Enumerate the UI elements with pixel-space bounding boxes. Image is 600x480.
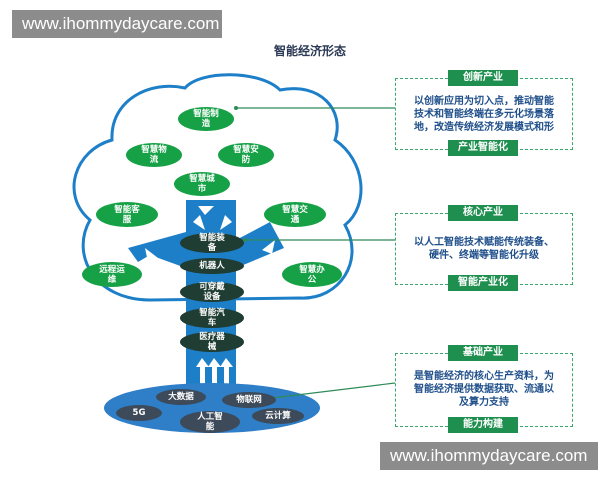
band-car: 智能汽车	[180, 308, 244, 328]
band-medical: 医疗器械	[180, 332, 244, 352]
connectors	[234, 106, 396, 400]
band-robot: 机器人	[180, 258, 244, 274]
tag-intelligent-industrialization: 智能产业化	[448, 275, 518, 291]
band-wearable: 可穿戴设备	[180, 282, 244, 302]
core-description: 以人工智能技术赋能传统装备、硬件、终端等智能化升级	[414, 237, 554, 261]
tag-industry-intelligentization: 产业智能化	[448, 140, 518, 156]
root-bigdata: 大数据	[156, 389, 206, 405]
root-ai: 人工智能	[180, 411, 240, 433]
foundation-description: 是智能经济的核心生产资料，为智能经济提供数据获取、流通以及算力支持	[414, 371, 554, 408]
leaf-logistics: 智慧物流	[126, 143, 182, 167]
leaf-city: 智慧城市	[174, 172, 230, 196]
watermark-top: www.ihommydaycare.com	[12, 10, 222, 38]
root-iot: 物联网	[222, 392, 276, 408]
innovation-description: 以创新应用为切入点，推动智能技术和智能终端在多元化场景落地，改造传统经济发展模式…	[414, 96, 554, 133]
tag-capability-building: 能力构建	[448, 417, 518, 433]
leaf-remote-ops: 远程运维	[82, 262, 142, 287]
root-5g: 5G	[116, 405, 162, 421]
leaf-manufacturing: 智能制造	[178, 107, 234, 131]
diagram-title: 智能经济形态	[273, 44, 346, 58]
tag-foundation-industry: 基础产业	[448, 345, 518, 361]
leaf-customer-service: 智能客服	[96, 202, 158, 227]
tag-core-industry: 核心产业	[448, 205, 518, 221]
root-cloud: 云计算	[252, 408, 304, 424]
leaf-security: 智慧安防	[218, 143, 274, 167]
leaf-transport: 智慧交通	[264, 202, 326, 227]
watermark-bottom: www.ihommydaycare.com	[380, 442, 598, 470]
tag-innovation-industry: 创新产业	[448, 70, 518, 86]
leaf-office: 智慧办公	[282, 262, 342, 287]
band-equipment: 智能装备	[180, 233, 244, 253]
